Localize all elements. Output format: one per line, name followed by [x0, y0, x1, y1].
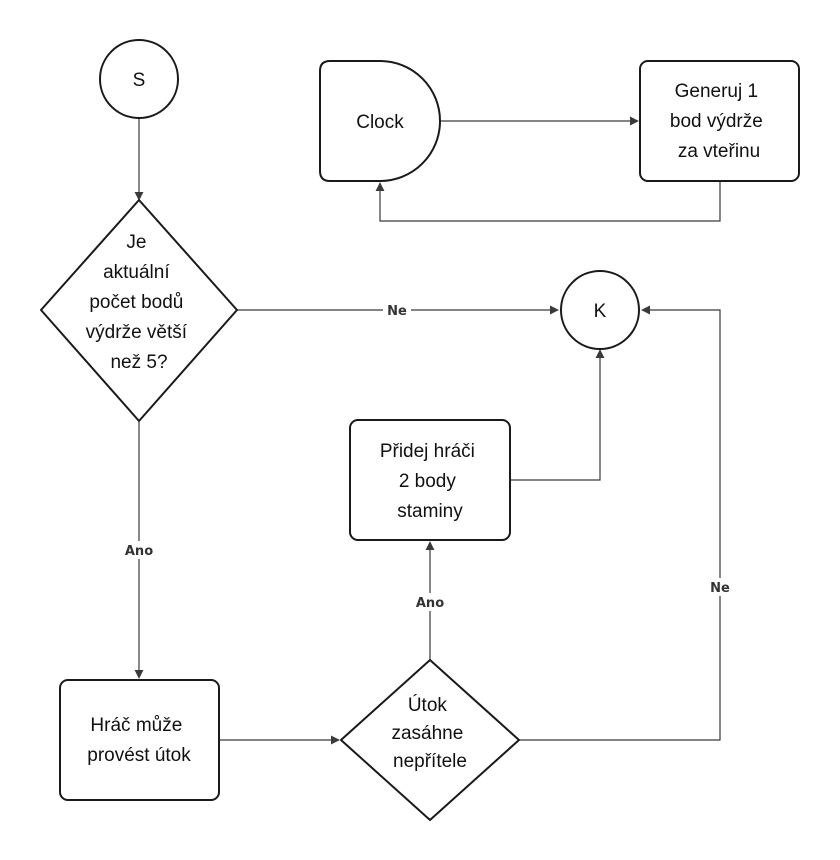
end-node: K [560, 270, 640, 350]
generate-node-label: Generuj 1 bod výdrže za vteřinu [670, 81, 768, 162]
start-node-label: S [133, 70, 146, 91]
edge-generate-to-clock [375, 181, 721, 222]
can-attack-node-label: Hráč může provést útok [87, 715, 191, 766]
edge-labels: Ne Ano Ano Ne [120, 301, 734, 611]
attack-hits-node: Útok zasáhne nepřítele [340, 659, 520, 821]
clock-node: Clock [319, 60, 441, 182]
edge-label-check-no: Ne [387, 304, 407, 319]
can-attack-node: Hráč může provést útok [59, 679, 220, 801]
check-stamina-node-label: Je aktuální počet bodů výdrže větší než … [86, 232, 193, 373]
clock-node-label: Clock [356, 112, 404, 133]
edge-label-hit-yes: Ano [416, 596, 444, 611]
attack-hits-node-label: Útok zasáhne nepřítele [391, 694, 468, 772]
add-stamina-node: Přidej hráči 2 body staminy [349, 419, 511, 541]
check-stamina-node: Je aktuální počet bodů výdrže větší než … [40, 199, 238, 422]
start-node: S [99, 39, 179, 119]
end-node-label: K [594, 301, 607, 322]
edge-add-stamina-to-end [510, 349, 605, 481]
edge-label-hit-no: Ne [710, 581, 730, 596]
edge-label-check-yes: Ano [125, 544, 153, 559]
generate-node: Generuj 1 bod výdrže za vteřinu [639, 60, 800, 182]
add-stamina-node-label: Přidej hráči 2 body staminy [380, 441, 480, 522]
edge-hit-to-end [519, 305, 721, 741]
